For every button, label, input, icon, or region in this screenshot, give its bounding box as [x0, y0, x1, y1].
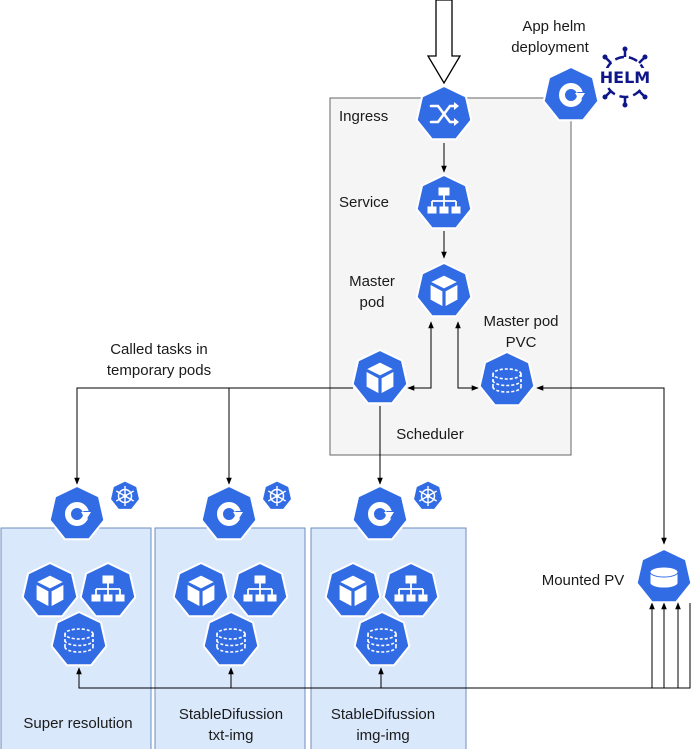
txt-img-label-line2: txt-img: [209, 727, 254, 744]
img-img-label-line2: img-img: [356, 727, 409, 744]
img-img-label-line1: StableDifussion: [331, 706, 435, 723]
mounted-pv-icon: [637, 549, 692, 602]
incoming-traffic-arrow: [426, 0, 462, 85]
mounted-pv-label: Mounted PV: [542, 572, 625, 589]
service-label: Service: [339, 194, 389, 211]
app-helm-label-line2: deployment: [511, 39, 589, 56]
called-tasks-label-line1: Called tasks in: [110, 341, 208, 358]
kubernetes-icon: [412, 480, 444, 511]
scheduler-label: Scheduler: [396, 426, 464, 443]
app-helm-label-line1: App helm: [522, 18, 585, 35]
ingress-label: Ingress: [339, 108, 388, 125]
helm-icon: HELM: [598, 46, 652, 108]
txt-img-deployment-icon: [202, 486, 257, 539]
master-pvc-label-line1: Master pod: [483, 313, 558, 330]
connectors: [74, 143, 691, 689]
super-resolution-label: Super resolution: [23, 715, 132, 732]
img-img-deployment-icon: [353, 486, 408, 539]
ingress-icon: [417, 86, 472, 139]
master-pod-label-line2: pod: [359, 294, 384, 311]
helm-logo-text: HELM: [600, 68, 650, 87]
called-tasks-label-line2: temporary pods: [107, 362, 211, 379]
master-pvc-label-line2: PVC: [506, 334, 537, 351]
super-resolution-deployment-icon: [50, 486, 105, 539]
master-pod-label-line1: Master: [349, 273, 395, 290]
app-deployment-icon: [544, 67, 599, 120]
kubernetes-icon: [261, 480, 293, 511]
kubernetes-icon: [109, 480, 141, 511]
txt-img-label-line1: StableDifussion: [179, 706, 283, 723]
